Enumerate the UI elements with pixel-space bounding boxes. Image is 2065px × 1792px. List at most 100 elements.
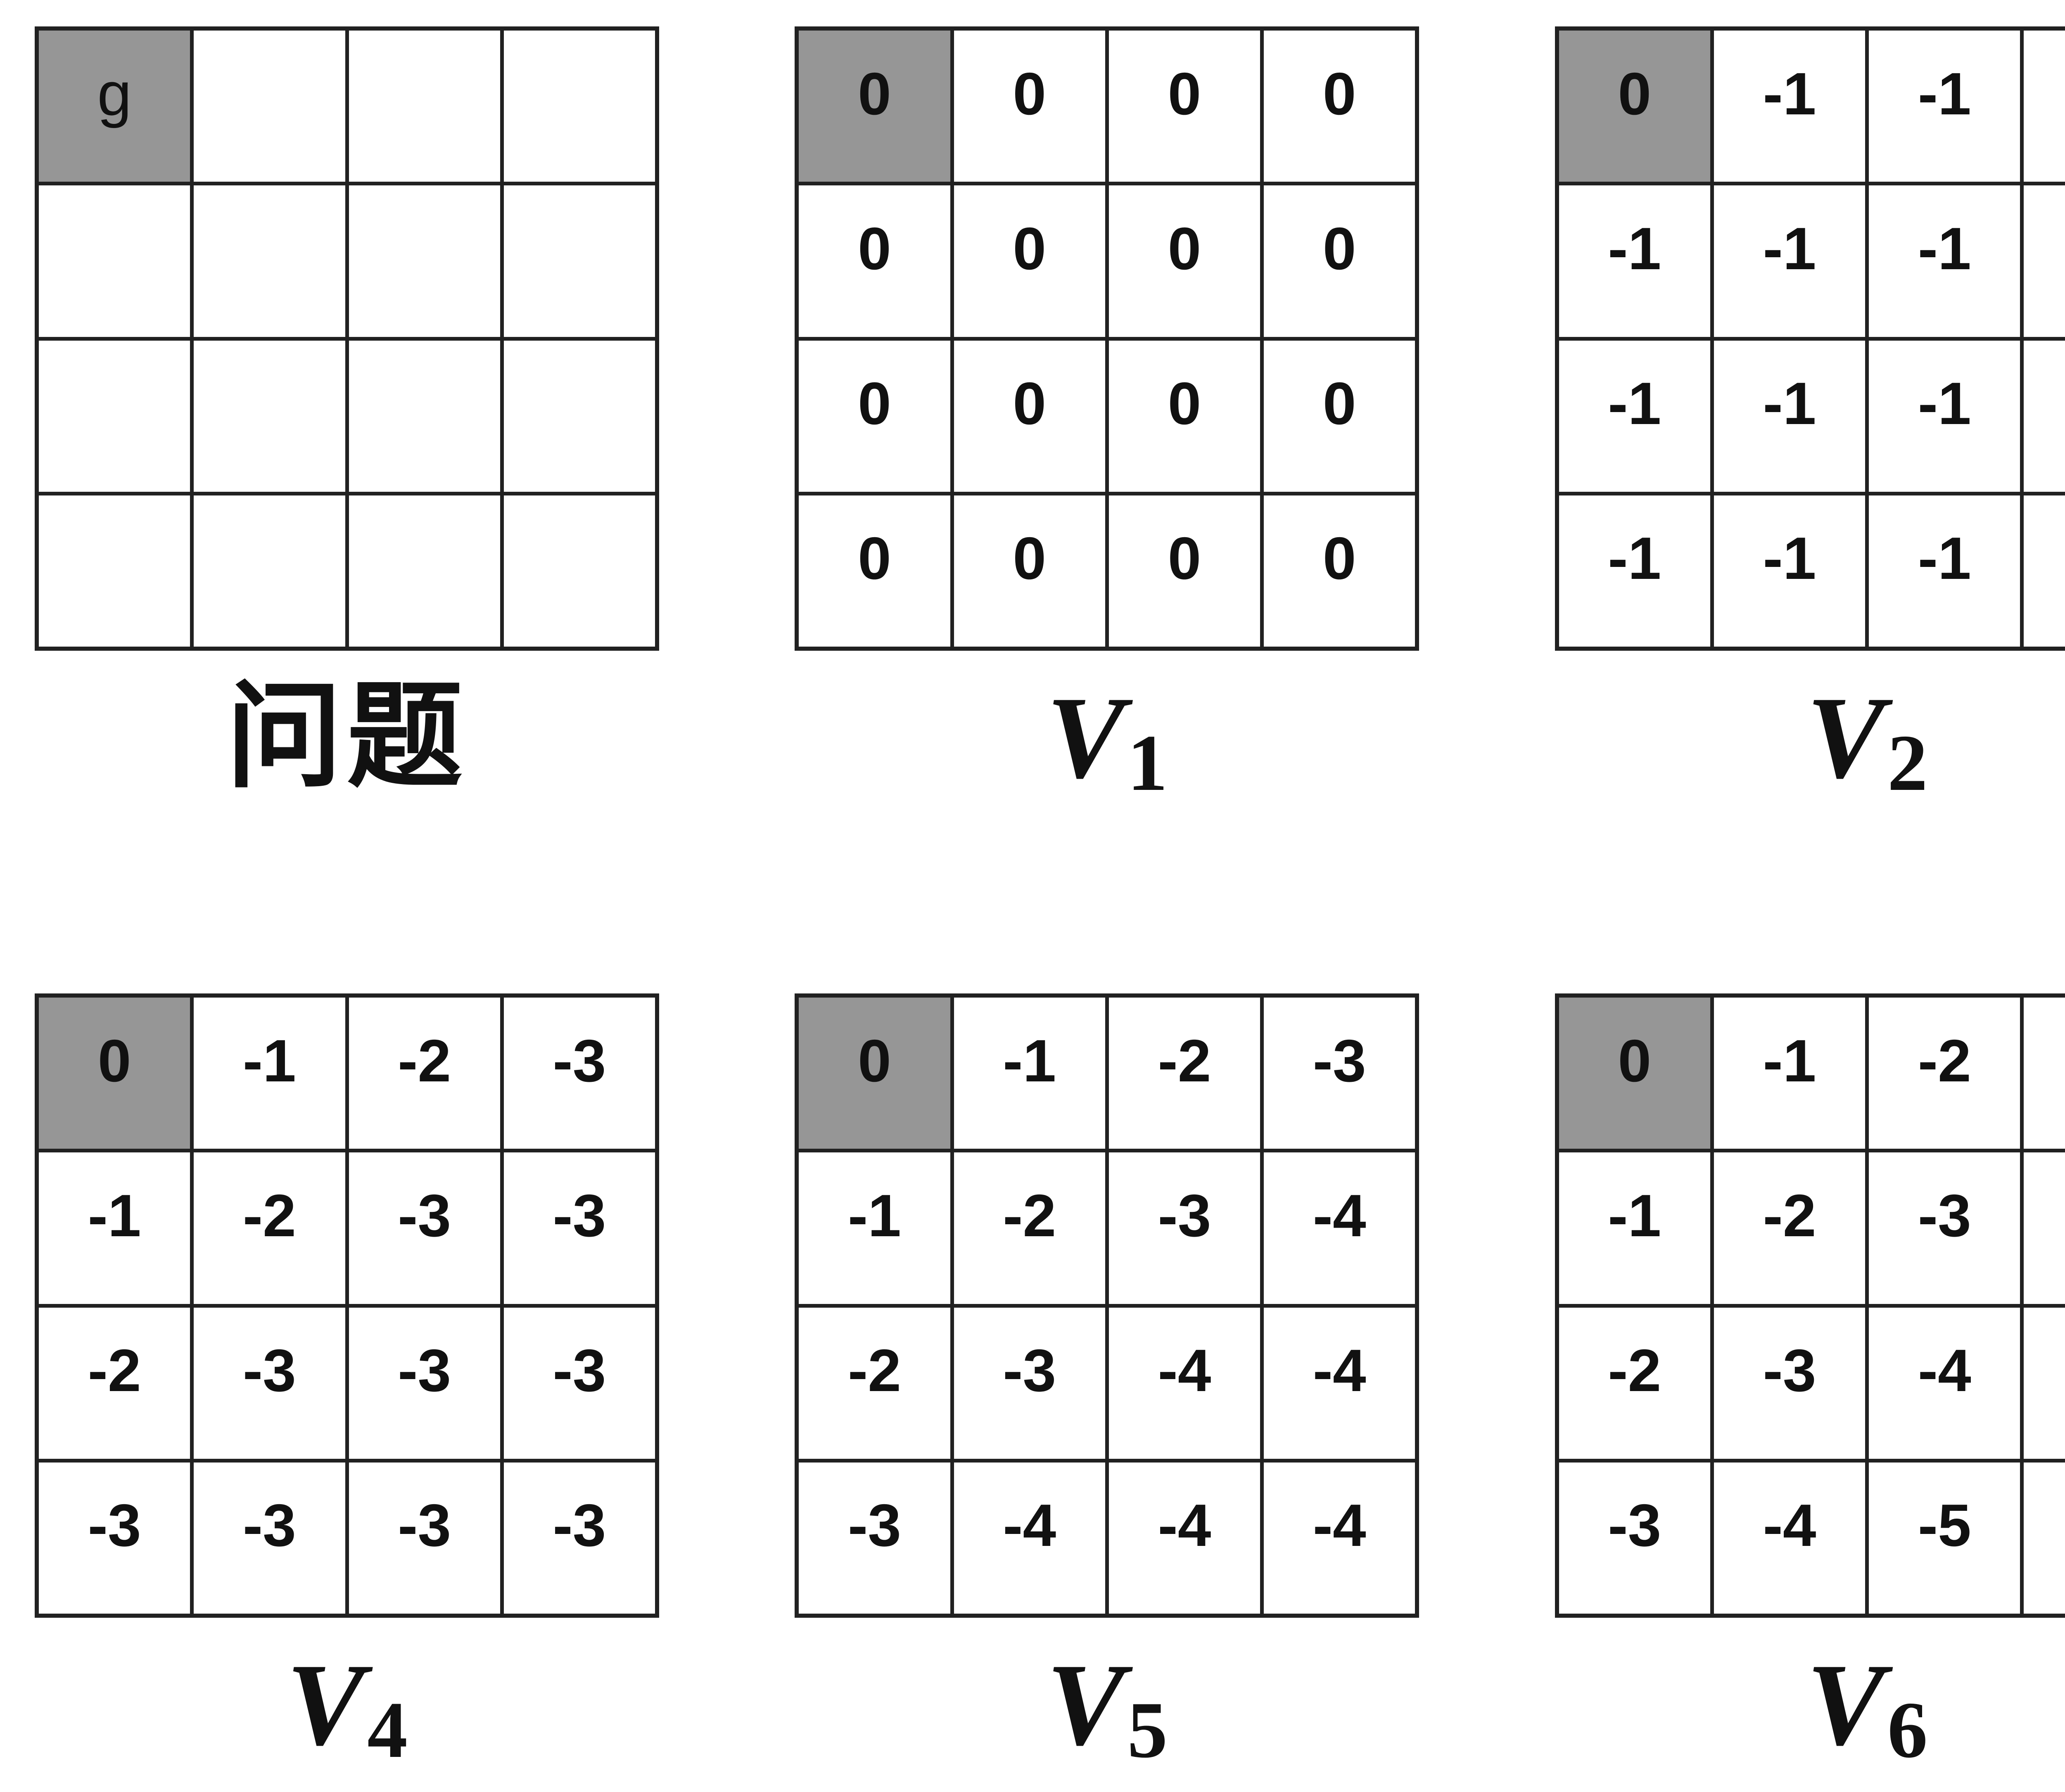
- cell-value: -4: [1158, 1337, 1211, 1404]
- cell-value: -1: [1918, 370, 1971, 437]
- cell-value: -4: [1313, 1182, 1366, 1249]
- grid-cell: -1: [1869, 185, 2020, 337]
- cell-value: 0: [1322, 370, 1356, 437]
- cell-value: -1: [1763, 525, 1816, 592]
- cell-value: -3: [553, 1492, 606, 1559]
- grid-label-main: V: [1806, 1639, 1885, 1770]
- cell-value: -3: [88, 1492, 141, 1559]
- cell-value: -4: [1158, 1492, 1211, 1559]
- cell-value: -2: [88, 1337, 141, 1404]
- grid-cell: -1: [1559, 185, 1710, 337]
- grid-cell: [503, 340, 655, 492]
- grid-cell: -3: [194, 1462, 345, 1614]
- grid-cell: -5: [2024, 1462, 2065, 1614]
- goal-cell: 0: [39, 998, 190, 1149]
- cell-value: 0: [1013, 60, 1047, 127]
- grid-cell: [503, 185, 655, 337]
- cell-value: -3: [847, 1492, 901, 1559]
- value-grid: 0-1-1-1-1-1-1-1-1-1-1-1-1-1-1-1: [1555, 26, 2065, 651]
- cell-value: -3: [398, 1182, 451, 1249]
- cell-value: -1: [1608, 1182, 1661, 1249]
- cell-value: -3: [1763, 1337, 1816, 1404]
- grid-cell: -3: [1559, 1462, 1710, 1614]
- cell-value: -1: [1918, 215, 1971, 282]
- cell-value: 0: [1322, 525, 1356, 592]
- grid-cell: -4: [954, 1462, 1105, 1614]
- cell-value: -1: [1763, 60, 1816, 127]
- grid-label: 问题: [226, 676, 468, 799]
- grid-panel: g 问题: [35, 26, 659, 799]
- grid-cell: [503, 31, 655, 182]
- grid-cell: 0: [1264, 31, 1415, 182]
- cell-value: 0: [97, 1027, 131, 1094]
- cell-value: 0: [1168, 60, 1201, 127]
- grid-cell: -3: [1264, 998, 1415, 1149]
- grid-cell: -3: [349, 1462, 500, 1614]
- cell-value: -1: [1918, 525, 1971, 592]
- value-grid: 0-1-2-3-1-2-3-3-2-3-3-3-3-3-3-3: [35, 993, 659, 1618]
- grid-panel: 0-1-1-1-1-1-1-1-1-1-1-1-1-1-1-1 V2: [1555, 26, 2065, 808]
- cell-value: -4: [1313, 1337, 1366, 1404]
- grid-cell: -1: [2024, 31, 2065, 182]
- grid-cell: -1: [1714, 998, 1866, 1149]
- cell-value: 0: [1322, 60, 1356, 127]
- grid-cell: 0: [799, 340, 950, 492]
- cell-value: 0: [858, 1027, 891, 1094]
- grid-label-main: 问题: [226, 673, 468, 801]
- grid-cell: -1: [2024, 495, 2065, 647]
- cell-value: 0: [1013, 525, 1047, 592]
- cell-value: -3: [398, 1337, 451, 1404]
- grid-label-main: V: [1806, 672, 1885, 803]
- grid-cell: -5: [1869, 1462, 2020, 1614]
- cell-value: 0: [1013, 215, 1047, 282]
- value-grid: g: [35, 26, 659, 651]
- grid-cell: -2: [194, 1152, 345, 1304]
- goal-cell: 0: [799, 998, 950, 1149]
- cell-value: 0: [1618, 1027, 1652, 1094]
- grid-cell: -4: [1108, 1462, 1260, 1614]
- cell-value: -4: [1003, 1492, 1056, 1559]
- cell-value: -2: [1003, 1182, 1056, 1249]
- grid-cell: -2: [349, 998, 500, 1149]
- grid-cell: [503, 495, 655, 647]
- cell-value: -1: [1918, 60, 1971, 127]
- cell-value: -3: [242, 1337, 296, 1404]
- grid-label-subscript: 5: [1127, 1685, 1168, 1775]
- cell-value: 0: [858, 215, 891, 282]
- grid-label-subscript: 1: [1127, 718, 1168, 808]
- grid-cell: -3: [349, 1307, 500, 1459]
- cell-value: -2: [398, 1027, 451, 1094]
- grid-cell: -1: [39, 1152, 190, 1304]
- cell-value: -2: [242, 1182, 296, 1249]
- cell-value: -1: [1763, 215, 1816, 282]
- grid-label-subscript: 2: [1887, 718, 1928, 808]
- grid-cell: 0: [1264, 495, 1415, 647]
- grid-cell: -4: [1264, 1152, 1415, 1304]
- grid-cell: -1: [2024, 185, 2065, 337]
- grid-panel: 0-1-2-3-1-2-3-4-2-3-4-5-3-4-5-5 V6: [1555, 993, 2065, 1775]
- grid-cell: -4: [1108, 1307, 1260, 1459]
- cell-value: -1: [1608, 370, 1661, 437]
- grid-label-main: V: [1046, 672, 1125, 803]
- grid-cell: 0: [1264, 340, 1415, 492]
- grid-cell: -5: [2024, 1307, 2065, 1459]
- grid-cell: -2: [1108, 998, 1260, 1149]
- cell-value: -1: [1763, 1027, 1816, 1094]
- cell-value: -1: [1608, 215, 1661, 282]
- grid-cell: -2: [1714, 1152, 1866, 1304]
- grid-cell: 0: [1108, 495, 1260, 647]
- grid-cell: -3: [39, 1462, 190, 1614]
- cell-value: -5: [1918, 1492, 1971, 1559]
- grid-cell: -4: [1869, 1307, 2020, 1459]
- cell-value: -3: [1608, 1492, 1661, 1559]
- grid-cell: 0: [1108, 185, 1260, 337]
